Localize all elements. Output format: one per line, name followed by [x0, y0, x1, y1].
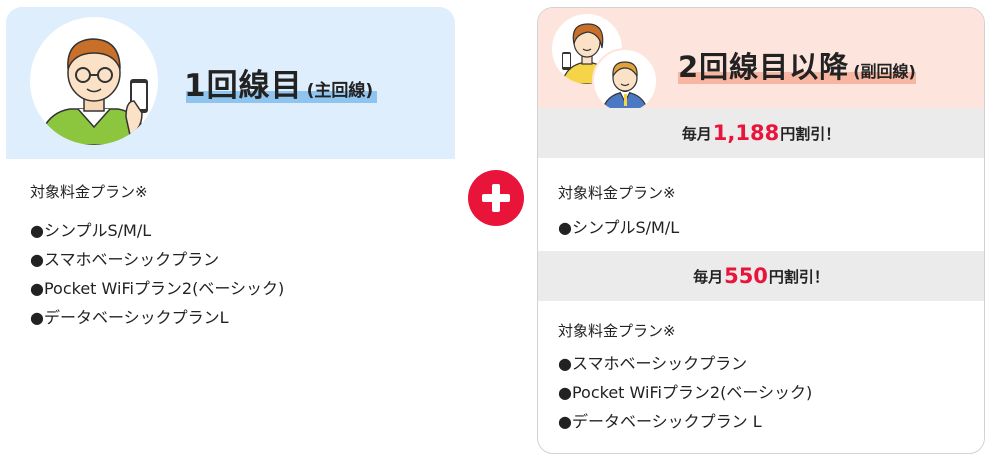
- man-with-phone-illustration: [30, 17, 158, 145]
- secondary-line-title-sub: (副回線): [853, 62, 916, 81]
- plan-list: ●シンプルS/M/L: [558, 213, 679, 242]
- plan-item: ●スマホベーシックプラン: [558, 354, 748, 373]
- plan-list: ●スマホベーシックプラン ●Pocket WiFiプラン2(ベーシック) ●デー…: [558, 349, 812, 436]
- primary-line-title-main: 1回線目: [184, 68, 303, 104]
- primary-line-title-sub: (主回線): [306, 81, 374, 101]
- plan-item: ●シンプルS/M/L: [30, 221, 152, 240]
- discount-banner-2: 毎月 550 円割引！: [538, 251, 984, 301]
- title-highlight: [186, 91, 378, 103]
- plan-item: ●Pocket WiFiプラン2(ベーシック): [30, 279, 285, 298]
- secondary-line-header: 2回線目以降 (副回線): [538, 8, 984, 114]
- primary-line-card: 1回線目 (主回線) 対象料金プラン※ ●シンプルS/M/L ●スマホベーシック…: [6, 7, 455, 427]
- discount-amount: 550: [724, 264, 768, 288]
- secondary-plan-section-2: 対象料金プラン※ ●スマホベーシックプラン ●Pocket WiFiプラン2(ベ…: [558, 320, 812, 436]
- plan-item: ●データベーシックプラン L: [558, 412, 762, 431]
- secondary-line-title: 2回線目以降 (副回線): [678, 42, 916, 86]
- discount-banner-1: 毎月 1,188 円割引！: [538, 108, 984, 158]
- plan-label: 対象料金プラン※: [30, 183, 148, 201]
- primary-line-title: 1回線目 (主回線): [184, 61, 378, 105]
- title-highlight: [678, 72, 916, 84]
- secondary-line-card: 2回線目以降 (副回線) 毎月 1,188 円割引！ 対象料金プラン※ ●シンプ…: [537, 7, 985, 454]
- primary-line-header: 1回線目 (主回線): [6, 7, 455, 159]
- plan-label: 対象料金プラン※: [558, 184, 676, 202]
- boy-illustration: [592, 48, 658, 114]
- discount-prefix: 毎月: [681, 124, 712, 143]
- discount-amount: 1,188: [712, 121, 780, 145]
- plan-label: 対象料金プラン※: [558, 322, 676, 340]
- discount-prefix: 毎月: [693, 267, 724, 286]
- plan-item: ●シンプルS/M/L: [558, 218, 680, 237]
- plus-icon: [468, 170, 524, 226]
- plan-item: ●スマホベーシックプラン: [30, 250, 220, 269]
- primary-plan-section: 対象料金プラン※ ●シンプルS/M/L ●スマホベーシックプラン ●Pocket…: [30, 181, 284, 332]
- plan-item: ●Pocket WiFiプラン2(ベーシック): [558, 383, 813, 402]
- discount-suffix: 円割引！: [768, 267, 829, 286]
- plan-item: ●データベーシックプランL: [30, 308, 229, 327]
- secondary-plan-section-1: 対象料金プラン※ ●シンプルS/M/L: [558, 182, 679, 242]
- plan-list: ●シンプルS/M/L ●スマホベーシックプラン ●Pocket WiFiプラン2…: [30, 216, 284, 332]
- discount-suffix: 円割引！: [780, 124, 841, 143]
- secondary-line-title-main: 2回線目以降: [678, 50, 850, 84]
